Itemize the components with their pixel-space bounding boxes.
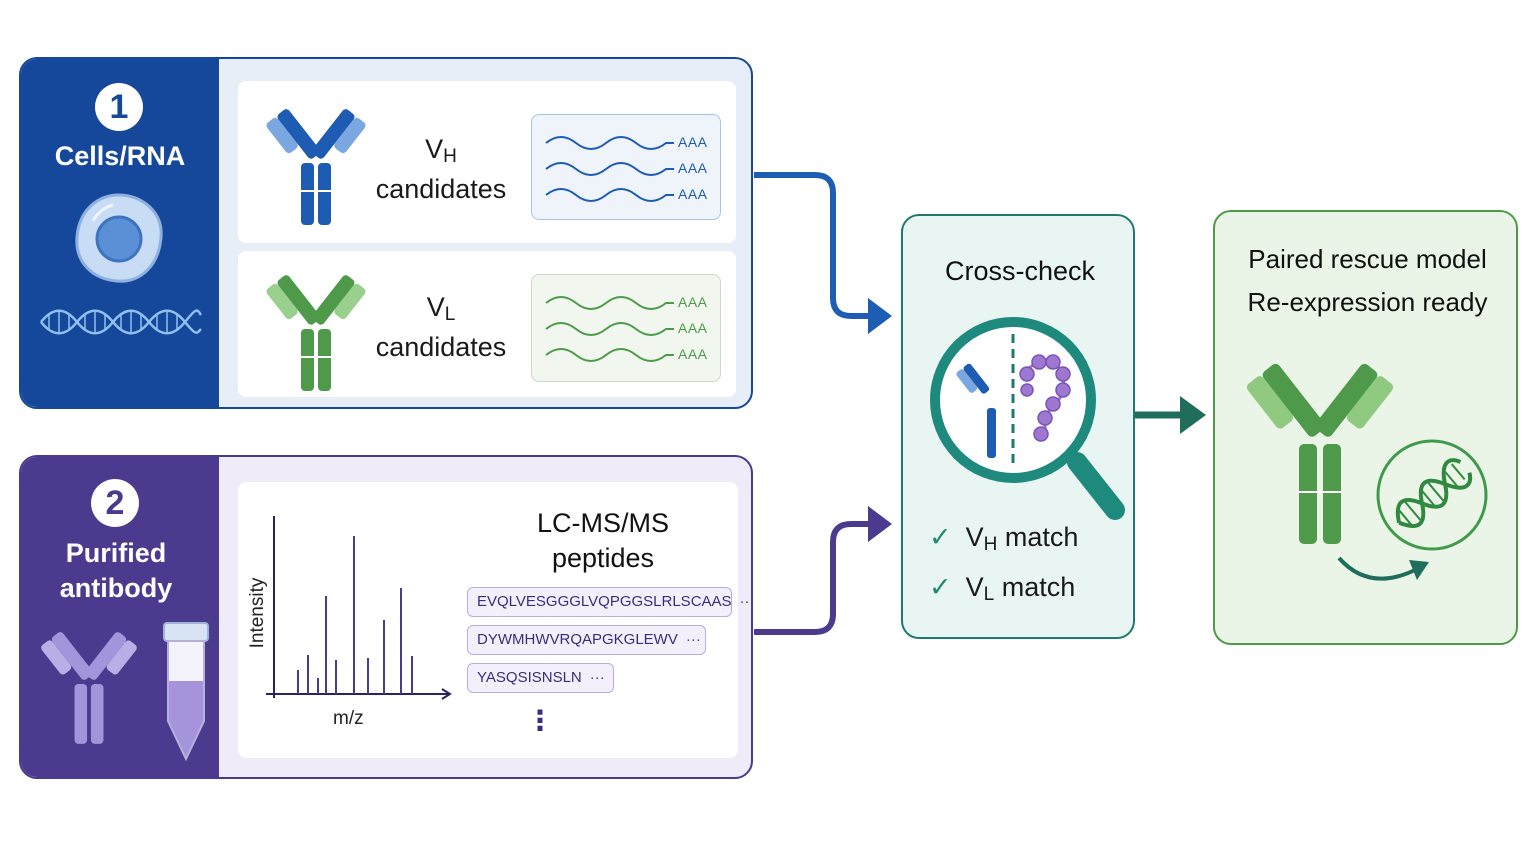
peptide-chain-icon xyxy=(1019,354,1071,442)
mrna-icon xyxy=(545,296,674,362)
arrow-head xyxy=(868,298,892,334)
poly-a-tail: AAA xyxy=(678,294,708,310)
panel2-sidebar: 2 Purified antibody xyxy=(21,457,219,777)
antibody-icon xyxy=(956,363,996,458)
result-title-line2: Re-expression ready xyxy=(1247,287,1488,317)
crosscheck-title: Cross-check xyxy=(944,256,1096,286)
panel-purified-antibody: 2 Purified antibody xyxy=(19,455,753,779)
poly-a-tail: AAA xyxy=(678,320,708,336)
more-peptides-ellipsis: ⋮ xyxy=(526,705,554,736)
ms-card: Intensity m/z LC-MS/MS peptides EVQLVESG… xyxy=(238,482,751,758)
vl-candidates-card: VL candidates AAA AAA AAA xyxy=(238,251,736,397)
crosscheck-panel: Cross-check ✓VH match ✓VL match xyxy=(901,214,1135,639)
antibody-icon xyxy=(266,275,366,391)
vh-match: ✓VH match xyxy=(929,522,1079,555)
cell-icon xyxy=(75,193,163,283)
ms-title-line1: LC-MS/MS xyxy=(536,508,669,538)
arrow-panel2-to-crosscheck xyxy=(754,521,872,635)
vh-mrna-box: AAA AAA AAA xyxy=(531,114,721,220)
vl-match: ✓VL match xyxy=(929,572,1076,605)
peptide-row: YASQSISNSLN··· xyxy=(467,663,614,693)
antibody-icon xyxy=(266,109,366,225)
arrow-panel1-to-crosscheck xyxy=(754,172,872,319)
peptide-row: EVQLVESGGGLVQPGGSLRLSCAAS··· xyxy=(467,587,751,617)
panel2-label-line1: Purified xyxy=(65,538,167,568)
result-panel: Paired rescue model Re-expression ready xyxy=(1213,210,1518,645)
panel-cells-rna: 1 Cells/RNA VH cand xyxy=(19,57,753,409)
step-badge-1: 1 xyxy=(95,83,143,131)
vl-label: VL candidates xyxy=(375,292,507,362)
peptide-row: DYWMHWVRQAPGKGLEWV··· xyxy=(467,625,706,655)
panel2-label-line2: antibody xyxy=(59,573,173,603)
panel1-label: Cells/RNA xyxy=(54,141,186,171)
antibody-icon xyxy=(1246,363,1394,544)
ms-title-line2: peptides xyxy=(551,543,655,573)
vial-icon xyxy=(163,622,209,761)
result-title-line1: Paired rescue model xyxy=(1248,244,1487,274)
vh-label: VH candidates xyxy=(375,134,507,204)
checkmark-icon: ✓ xyxy=(929,522,952,552)
poly-a-tail: AAA xyxy=(678,160,708,176)
reexpression-arrow-icon xyxy=(1337,556,1429,581)
poly-a-tail: AAA xyxy=(678,186,708,202)
panel1-sidebar: 1 Cells/RNA xyxy=(21,59,219,407)
step-badge-2: 2 xyxy=(91,479,139,527)
dna-icon xyxy=(1376,439,1488,551)
magnifier-icon xyxy=(930,317,1125,520)
antibody-icon xyxy=(41,632,137,744)
x-axis-label: m/z xyxy=(333,708,364,729)
mass-spectrum-plot xyxy=(266,516,452,700)
checkmark-icon: ✓ xyxy=(929,572,952,602)
poly-a-tail: AAA xyxy=(678,346,708,362)
vl-mrna-box: AAA AAA AAA xyxy=(531,274,721,382)
mrna-icon xyxy=(545,136,674,202)
arrow-head xyxy=(868,506,892,542)
dna-icon xyxy=(40,309,203,335)
vh-candidates-card: VH candidates AAA AAA AAA xyxy=(238,81,736,243)
arrow-head xyxy=(1180,396,1206,434)
poly-a-tail: AAA xyxy=(678,134,708,150)
